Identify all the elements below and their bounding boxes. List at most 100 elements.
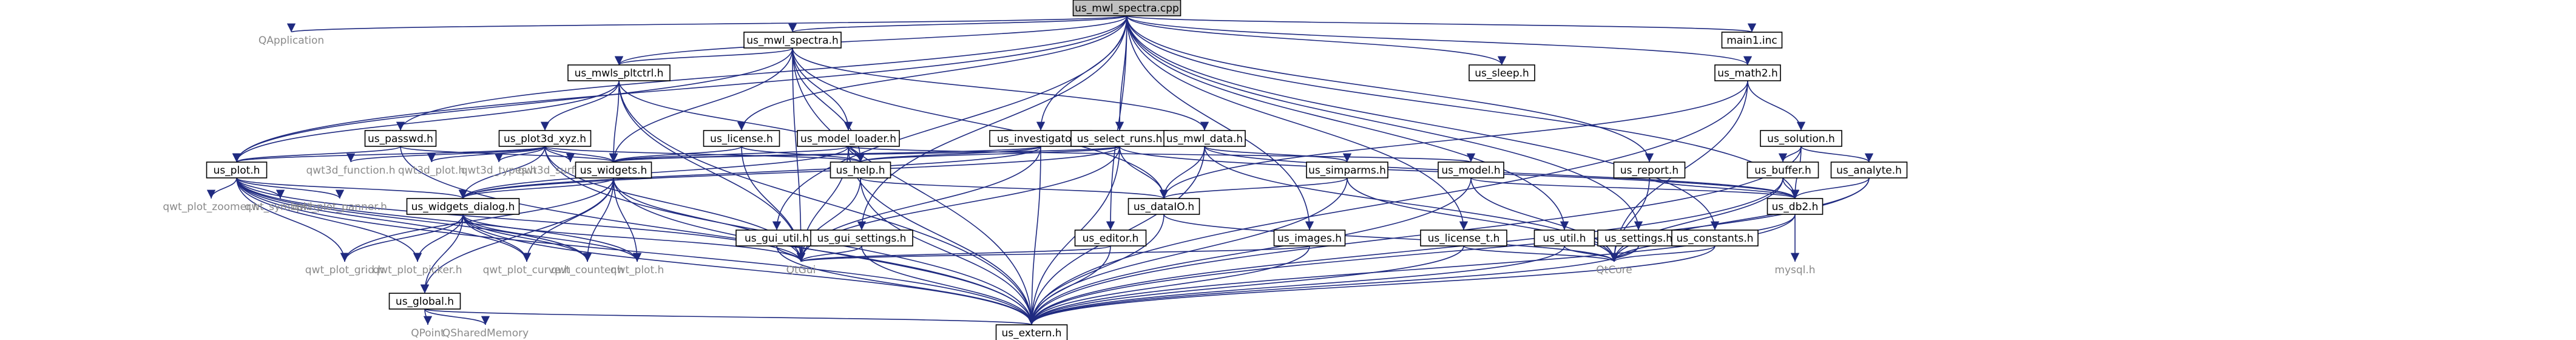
- node-label: qwt_plot.h: [610, 264, 664, 276]
- node-label: us_images.h: [1277, 233, 1342, 245]
- edge-us-license-h-to-us-help-h: [741, 146, 865, 163]
- node-us-widgets-h[interactable]: us_widgets.h: [575, 162, 652, 178]
- node-box: [1760, 130, 1842, 147]
- node-box: [1163, 130, 1246, 147]
- node-us-simparms-h[interactable]: us_simparms.h: [1306, 162, 1388, 178]
- node-us-solution-h[interactable]: us_solution.h: [1760, 130, 1842, 147]
- node-box: [743, 32, 842, 49]
- node-label: us_plot3d_xyz.h: [504, 133, 586, 145]
- node-us-passwd-h[interactable]: us_passwd.h: [364, 130, 437, 147]
- node-box: [406, 198, 520, 215]
- edge-us-select-runs-h-to-us-widgets-dialog-h: [459, 146, 1120, 199]
- edge-us-widgets-dialog-h-to-qwt-counter-h: [462, 214, 592, 262]
- node-label: us_widgets_dialog.h: [411, 201, 515, 213]
- node-us-dataIO-h[interactable]: us_dataIO.h: [1127, 198, 1200, 215]
- edge-us-report-h-to-us-db2-h: [1649, 177, 1799, 199]
- node-label: us_util.h: [1543, 233, 1586, 245]
- node-QPoint: QPoint: [411, 327, 445, 339]
- node-us-plot3d-xyz-h[interactable]: us_plot3d_xyz.h: [498, 130, 592, 147]
- node-label: us_select_runs.h: [1077, 133, 1163, 145]
- edge-us-plot-h-to-qwt-plot-panner-h: [236, 177, 345, 199]
- edge-us-plot-h-to-qwt-plot-picker-h: [236, 177, 422, 262]
- node-us-license-t-h[interactable]: us_license_t.h: [1420, 229, 1507, 246]
- edge-us-mwl-spectra-cpp-to-QApplication: [288, 15, 1127, 33]
- node-us-math2-h[interactable]: us_math2.h: [1714, 64, 1781, 81]
- edge-us-widgets-h-to-QtGui: [613, 177, 806, 262]
- node-qwt-counter-h: qwt_counter.h: [551, 264, 624, 276]
- edge-us-widgets-dialog-h-to-qwt-plot-picker-h: [413, 214, 464, 262]
- node-box: [1438, 162, 1504, 178]
- node-us-images-h[interactable]: us_images.h: [1273, 229, 1346, 246]
- edge-us-widgets-dialog-h-to-qwt-plot-h: [462, 214, 642, 262]
- node-us-select-runs-h[interactable]: us_select_runs.h: [1070, 130, 1169, 147]
- node-QtGui: QtGui: [786, 264, 816, 276]
- node-box: [995, 324, 1068, 340]
- node-us-help-h[interactable]: us_help.h: [830, 162, 891, 178]
- node-us-db2-h[interactable]: us_db2.h: [1766, 198, 1824, 215]
- node-us-settings-h[interactable]: us_settings.h: [1597, 229, 1680, 246]
- node-us-gui-settings-h[interactable]: us_gui_settings.h: [810, 229, 913, 246]
- edge-us-mwl-spectra-cpp-to-us-mwl-spectra-h: [788, 15, 1127, 33]
- node-label: us_help.h: [836, 165, 885, 177]
- node-us-mwls-pltctrl-h[interactable]: us_mwls_pltctrl.h: [567, 64, 671, 81]
- edge-us-widgets-h-to-us-global-h: [420, 177, 614, 294]
- edge-us-images-h-to-us-extern-h: [1027, 245, 1310, 325]
- node-label: qwt_plot_zoomer.h: [163, 201, 259, 213]
- node-label: us_extern.h: [1001, 327, 1061, 339]
- edge-us-investigator-h-to-us-help-h: [856, 146, 1041, 163]
- node-qwt-symbol-h: qwt_symbol.h: [245, 201, 316, 213]
- node-us-analyte-h[interactable]: us_analyte.h: [1830, 162, 1908, 178]
- node-us-widgets-dialog-h[interactable]: us_widgets_dialog.h: [406, 198, 520, 215]
- edge-us-gui-util-h-to-us-extern-h: [776, 245, 1036, 325]
- edge-us-editor-h-to-us-extern-h: [1027, 245, 1111, 325]
- edge-us-global-h-to-QSharedMemory: [424, 308, 490, 325]
- node-label: qwt_symbol.h: [245, 201, 316, 213]
- node-box: [1714, 64, 1781, 81]
- node-label: us_settings.h: [1604, 233, 1672, 245]
- node-us-mwl-spectra-h[interactable]: us_mwl_spectra.h: [743, 32, 842, 49]
- node-label: us_passwd.h: [368, 133, 433, 145]
- node-label: us_db2.h: [1772, 201, 1819, 213]
- node-us-report-h[interactable]: us_report.h: [1613, 162, 1686, 178]
- edge-us-mwl-spectra-cpp-to-us-license-t-h: [1126, 15, 1469, 231]
- edge-us-license-t-h-to-QtCore: [1463, 245, 1618, 262]
- edge-us-mwl-spectra-cpp-to-us-constants-h: [1126, 15, 1720, 231]
- edge-us-mwl-spectra-h-to-us-extern-h: [792, 47, 1036, 325]
- edge-us-gui-settings-h-to-us-extern-h: [861, 245, 1036, 325]
- node-us-extern-h[interactable]: us_extern.h: [995, 324, 1068, 340]
- node-label: qwt_plot_panner.h: [292, 201, 387, 213]
- edge-us-plot3d-xyz-h-to-us-plot-h: [232, 146, 546, 163]
- node-us-buffer-h[interactable]: us_buffer.h: [1746, 162, 1819, 178]
- node-main1-inc[interactable]: main1.inc: [1721, 32, 1783, 49]
- edge-us-select-runs-h-to-us-help-h: [856, 146, 1120, 163]
- node-label: us_gui_settings.h: [817, 233, 907, 245]
- node-label: qwt_counter.h: [551, 264, 624, 276]
- node-box: [1671, 229, 1759, 246]
- node-us-constants-h[interactable]: us_constants.h: [1671, 229, 1759, 246]
- edge-us-widgets-h-to-us-extern-h: [613, 177, 1036, 325]
- node-box: [364, 130, 437, 147]
- edge-us-model-loader-h-to-us-widgets-dialog-h: [459, 146, 849, 199]
- node-box: [1721, 32, 1783, 49]
- node-label: qwt_plot_picker.h: [373, 264, 462, 276]
- edge-us-solution-h-to-us-extern-h: [1027, 146, 1802, 325]
- edge-us-mwls-pltctrl-h-to-us-widgets-h: [609, 80, 620, 163]
- node-us-model-h[interactable]: us_model.h: [1438, 162, 1504, 178]
- node-us-plot-h[interactable]: us_plot.h: [206, 162, 268, 178]
- edge-us-mwls-pltctrl-h-to-us-plot3d-xyz-h: [540, 80, 620, 131]
- node-us-global-h[interactable]: us_global.h: [388, 293, 461, 310]
- node-us-license-h[interactable]: us_license.h: [703, 130, 780, 147]
- node-us-mwl-data-h[interactable]: us_mwl_data.h: [1163, 130, 1246, 147]
- edge-us-mwl-spectra-h-to-us-mwls-pltctrl-h: [615, 47, 793, 66]
- edge-us-select-runs-h-to-us-widgets-h: [609, 146, 1120, 163]
- node-us-gui-util-h[interactable]: us_gui_util.h: [735, 229, 818, 246]
- node-us-model-loader-h[interactable]: us_model_loader.h: [797, 130, 900, 147]
- node-us-mwl-spectra-cpp[interactable]: us_mwl_spectra.cpp: [1072, 0, 1182, 16]
- edge-us-mwl-spectra-cpp-to-us-gui-util-h: [772, 15, 1127, 231]
- edge-us-mwl-spectra-cpp-to-us-math2-h: [1126, 15, 1752, 66]
- node-label: mysql.h: [1774, 264, 1815, 276]
- node-us-util-h[interactable]: us_util.h: [1533, 229, 1595, 246]
- node-us-editor-h[interactable]: us_editor.h: [1074, 229, 1147, 246]
- node-us-sleep-h[interactable]: us_sleep.h: [1469, 64, 1535, 81]
- edge-us-widgets-h-to-us-widgets-dialog-h: [459, 177, 614, 199]
